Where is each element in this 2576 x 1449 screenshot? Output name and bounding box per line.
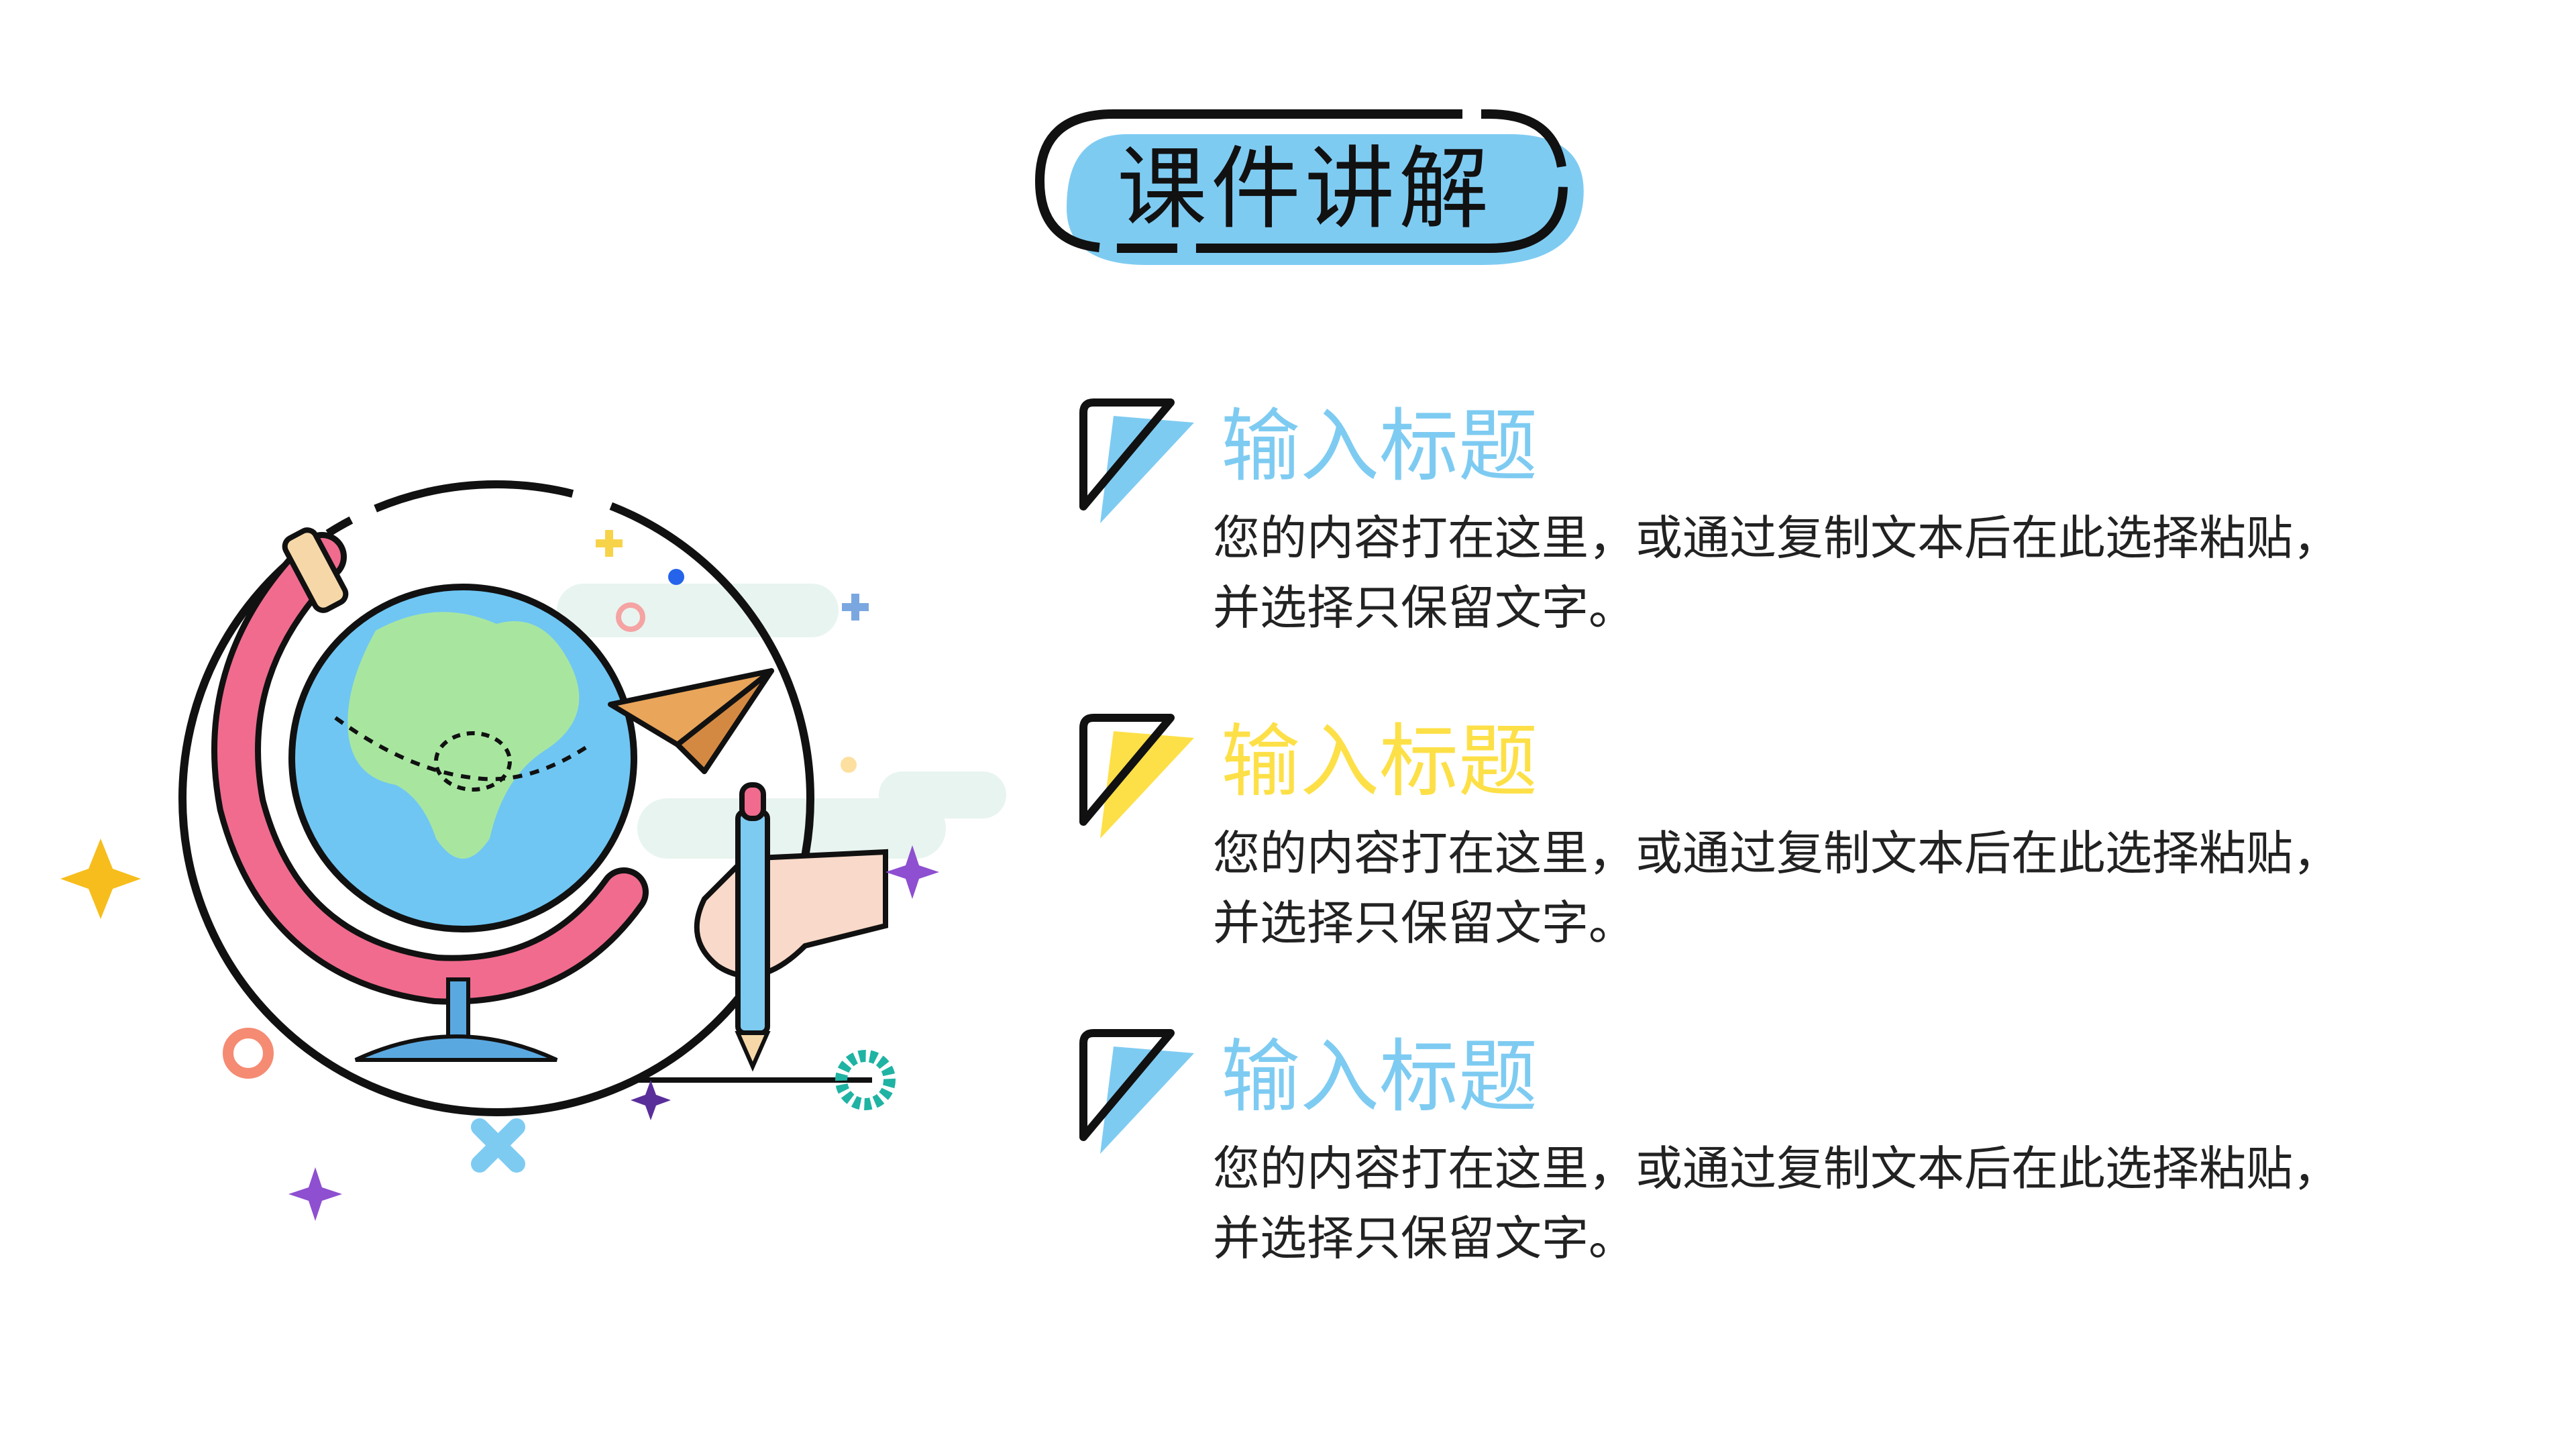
title-badge (1034, 109, 1584, 265)
item-heading: 输入标题 (1221, 715, 1538, 808)
item-body: 您的内容打在这里，或通过复制文本后在此选择粘贴， 并选择只保留文字。 (1213, 818, 2461, 958)
globe-illustration-icon (60, 480, 1006, 1221)
triangle-marker-icon (1079, 398, 1194, 523)
content-item: 输入标题 您的内容打在这里，或通过复制文本后在此选择粘贴， 并选择只保留文字。 (1067, 711, 2475, 979)
item-body-line: 并选择只保留文字。 (1213, 580, 1635, 635)
item-body-line: 并选择只保留文字。 (1213, 896, 1635, 951)
item-body-line: 您的内容打在这里，或通过复制文本后在此选择粘贴， (1213, 511, 2340, 566)
triangle-marker-icon (1079, 714, 1194, 839)
content-item: 输入标题 您的内容打在这里，或通过复制文本后在此选择粘贴， 并选择只保留文字。 (1067, 1026, 2475, 1295)
content-item: 输入标题 您的内容打在这里，或通过复制文本后在此选择粘贴， 并选择只保留文字。 (1067, 396, 2475, 664)
item-body-line: 您的内容打在这里，或通过复制文本后在此选择粘贴， (1213, 826, 2340, 881)
item-body: 您的内容打在这里，或通过复制文本后在此选择粘贴， 并选择只保留文字。 (1213, 503, 2461, 643)
item-body-line: 并选择只保留文字。 (1213, 1211, 1635, 1266)
item-body-line: 您的内容打在这里，或通过复制文本后在此选择粘贴， (1213, 1141, 2340, 1196)
page-title: 课件讲解 (1116, 137, 1493, 241)
triangle-marker-icon (1079, 1029, 1194, 1154)
item-body: 您的内容打在这里，或通过复制文本后在此选择粘贴， 并选择只保留文字。 (1213, 1134, 2461, 1273)
item-heading: 输入标题 (1221, 400, 1538, 492)
item-heading: 输入标题 (1221, 1030, 1538, 1123)
